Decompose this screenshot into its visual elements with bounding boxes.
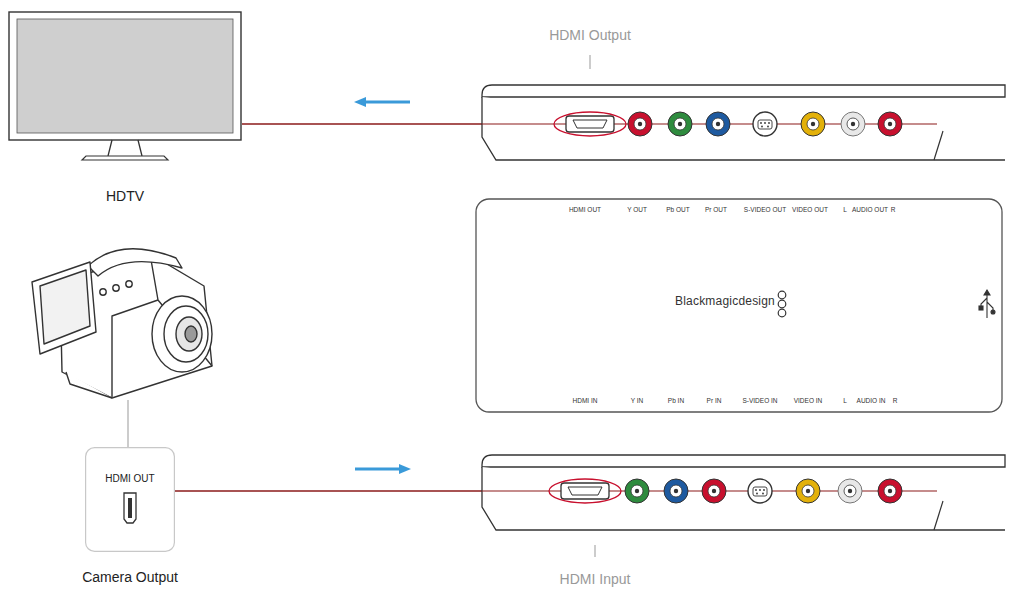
device-side-view: [482, 455, 1005, 530]
port-callout: HDMI Output: [549, 27, 631, 43]
port-label: Pb IN: [668, 397, 684, 404]
device-side-view: [482, 85, 1005, 160]
port-label: R: [891, 206, 896, 213]
rca-port: [841, 112, 865, 136]
hdtv: HDTV: [8, 10, 242, 162]
rca-port: [796, 479, 820, 503]
port-label: Pr IN: [707, 397, 722, 404]
port-label: AUDIO IN: [857, 397, 886, 404]
hdmi-output-panel: HDMI Output: [482, 85, 1005, 160]
camcorder-illustration: [32, 249, 212, 398]
cable-line: [242, 123, 482, 124]
hdmi-port-icon: [124, 493, 136, 523]
hdmi-cable: [242, 124, 482, 125]
hdmi-port: [554, 112, 626, 136]
s-video-port: [753, 112, 777, 136]
port-label: VIDEO IN: [794, 397, 823, 404]
port-label: L: [843, 397, 847, 404]
hdmi-cable: [175, 491, 482, 492]
s-video-port: [748, 479, 772, 503]
port-label: R: [893, 397, 898, 404]
hdmi-input-panel: HDMI Input: [482, 455, 1005, 530]
camera-lead-line: [127, 400, 128, 447]
hdmi-port: [549, 479, 621, 503]
rca-port: [664, 479, 688, 503]
port-label: Pr OUT: [705, 206, 727, 213]
device-name: Camera Output: [82, 569, 178, 585]
device-top-view: HDMI OUT Y OUT Pb OUT Pr OUT S-VIDEO OUT VIDE…: [475, 198, 1003, 413]
port-label: AUDIO OUT: [852, 206, 888, 213]
direction-arrow: [354, 97, 410, 107]
camera-output-box: [85, 447, 175, 552]
rca-port: [838, 479, 862, 503]
rca-port: [625, 479, 649, 503]
cable-line: [175, 490, 482, 491]
port-label: S-VIDEO IN: [742, 397, 777, 404]
camera-output-box: HDMI OUTCamera Output: [85, 447, 175, 552]
port-label: HDMI IN: [573, 397, 598, 404]
rca-port: [702, 479, 726, 503]
leader-tick: [590, 55, 591, 69]
port-label: Y IN: [631, 397, 644, 404]
port-label: S-VIDEO OUT: [744, 206, 786, 213]
tv-illustration: [8, 10, 242, 162]
rca-port: [801, 112, 825, 136]
rca-port: [706, 112, 730, 136]
port-label: L: [843, 206, 847, 213]
port-callout: HDMI Input: [560, 571, 631, 587]
port-label: VIDEO OUT: [792, 206, 828, 213]
rca-port: [628, 112, 652, 136]
usb-symbol: [979, 290, 995, 318]
port-label: Pb OUT: [666, 206, 689, 213]
brand-logo: Blackmagicdesign: [675, 295, 775, 309]
port-label: Y OUT: [627, 206, 647, 213]
port-label: HDMI OUT: [569, 206, 601, 213]
rca-port: [878, 112, 902, 136]
rca-port: [668, 112, 692, 136]
rca-port: [878, 479, 902, 503]
leader-tick: [595, 545, 596, 557]
port-label: HDMI OUT: [105, 473, 154, 485]
device-name: HDTV: [106, 188, 144, 204]
direction-arrow: [355, 464, 411, 474]
